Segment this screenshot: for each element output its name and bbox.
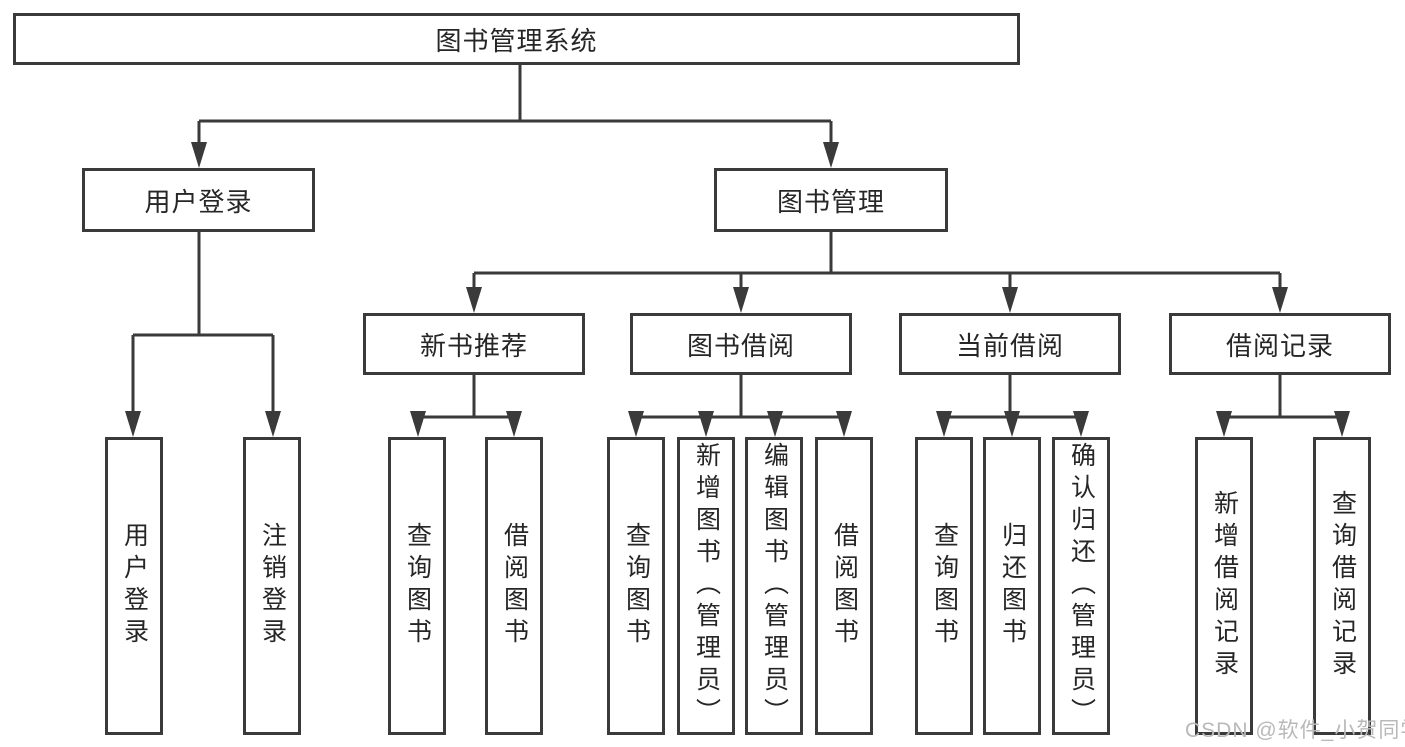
- node-add-books-admin: 新增图书（管理员）: [677, 437, 735, 735]
- node-label: 查询图书: [930, 522, 959, 650]
- node-label: 归还图书: [998, 522, 1027, 650]
- node-query-books-current: 查询图书: [915, 437, 973, 735]
- node-label: 新书推荐: [419, 330, 528, 361]
- node-label: 借阅记录: [1225, 330, 1334, 361]
- node-confirm-return-admin: 确认归还（管理员）: [1052, 437, 1110, 735]
- node-library-management-system: 图书管理系统: [13, 13, 1020, 65]
- node-label: 图书管理: [776, 186, 885, 217]
- node-user-login: 用户登录: [105, 437, 163, 735]
- node-logout: 注销登录: [243, 437, 301, 735]
- node-label: 确认归还（管理员）: [1067, 442, 1096, 730]
- node-add-borrow-record: 新增借阅记录: [1195, 437, 1253, 735]
- node-label: 新增图书（管理员）: [692, 442, 721, 730]
- node-user-login-group: 用户登录: [82, 168, 315, 232]
- node-label: 新增借阅记录: [1210, 490, 1239, 682]
- node-borrow-books: 借阅图书: [815, 437, 873, 735]
- node-query-books-borrowing: 查询图书: [607, 437, 665, 735]
- node-edit-books-admin: 编辑图书（管理员）: [745, 437, 803, 735]
- node-new-book-recommendation: 新书推荐: [363, 313, 585, 375]
- node-borrowing-records: 借阅记录: [1169, 313, 1391, 375]
- node-label: 查询借阅记录: [1328, 490, 1357, 682]
- node-label: 查询图书: [403, 522, 432, 650]
- node-return-books: 归还图书: [983, 437, 1041, 735]
- node-book-borrowing: 图书借阅: [630, 313, 852, 375]
- node-label: 查询图书: [622, 522, 651, 650]
- node-query-books-recommend: 查询图书: [388, 437, 446, 735]
- node-label: 用户登录: [120, 522, 149, 650]
- node-label: 编辑图书（管理员）: [760, 442, 789, 730]
- node-label: 当前借阅: [955, 330, 1064, 361]
- node-label: 图书借阅: [686, 330, 795, 361]
- node-label: 图书管理系统: [435, 25, 598, 56]
- node-label: 借阅图书: [500, 522, 529, 650]
- node-label: 用户登录: [144, 186, 253, 217]
- node-label: 注销登录: [258, 522, 287, 650]
- node-query-borrow-record: 查询借阅记录: [1313, 437, 1371, 735]
- node-book-management: 图书管理: [714, 168, 948, 232]
- watermark: CSDN @软件_小贺同学: [1185, 719, 1405, 742]
- node-label: 借阅图书: [830, 522, 859, 650]
- node-borrow-books-recommend: 借阅图书: [485, 437, 543, 735]
- node-current-borrowing: 当前借阅: [899, 313, 1121, 375]
